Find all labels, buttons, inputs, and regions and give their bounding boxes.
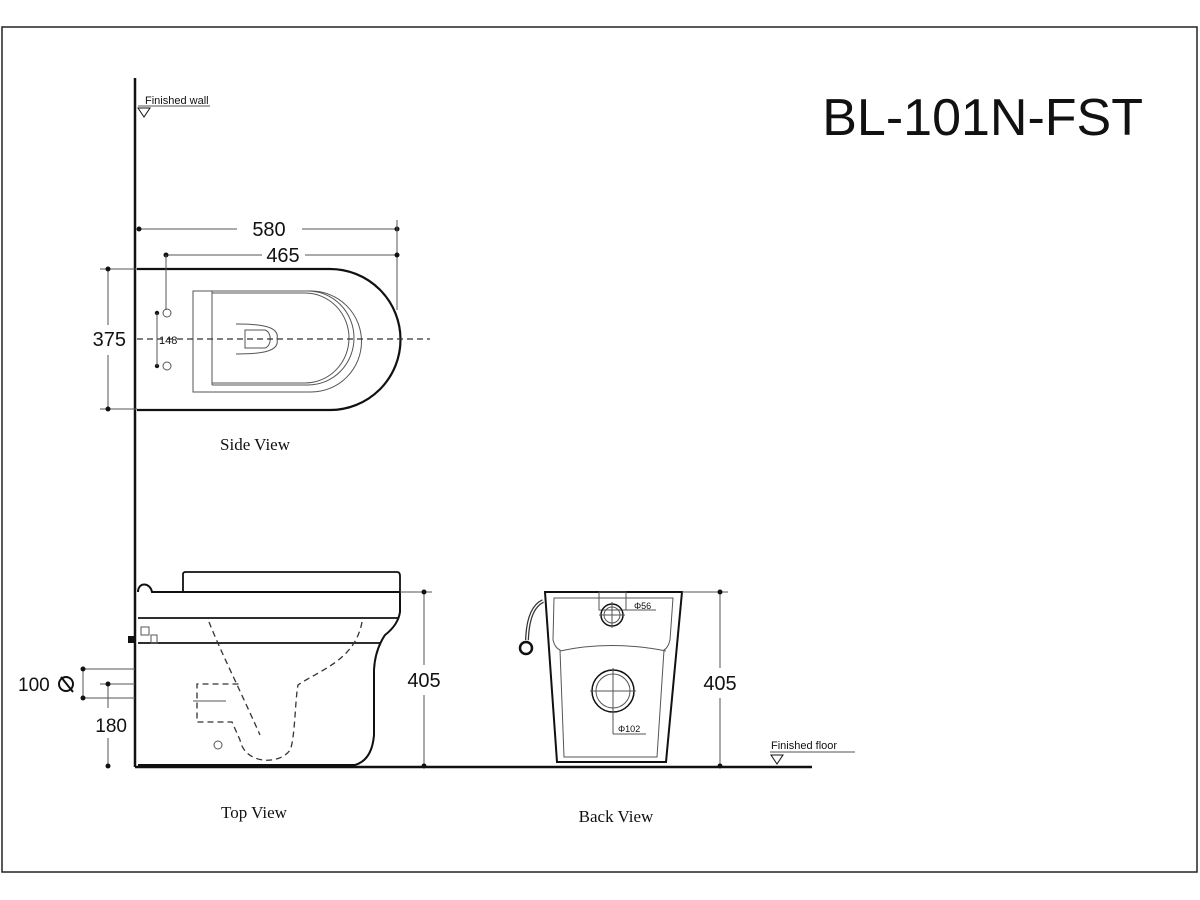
outlet-diameter-dimension: 100: [18, 675, 50, 696]
bolt-spacing-dimension: 148: [159, 335, 177, 347]
drawing-border: [1, 26, 1198, 873]
outlet-height-dimension: 180: [95, 716, 127, 737]
diameter-icon: [58, 676, 74, 692]
top-view-caption: Top View: [221, 803, 288, 822]
inlet-diameter-dimension: Φ56: [634, 601, 651, 611]
back-view: Φ56 Φ102 405 Back View: [518, 589, 737, 826]
finished-floor-label: Finished floor: [771, 740, 837, 752]
overall-length-dimension: 580: [252, 219, 285, 241]
top-view: 100 180 405 Top View: [18, 571, 441, 822]
width-dimension: 375: [93, 329, 126, 351]
height-dimension-top-view: 405: [407, 670, 440, 692]
bowl-length-dimension: 465: [266, 245, 299, 267]
back-view-caption: Back View: [579, 807, 654, 826]
model-title: BL-101N-FST: [822, 89, 1143, 147]
side-view: 148 580 465 375 Side View: [93, 219, 430, 454]
height-dimension-back-view: 405: [703, 673, 736, 695]
outlet-diameter-back-dimension: Φ102: [618, 724, 640, 734]
finished-wall-marker: Finished wall: [137, 95, 210, 118]
finished-wall-label: Finished wall: [145, 95, 209, 107]
finished-floor-marker: Finished floor: [770, 740, 855, 765]
side-view-caption: Side View: [220, 435, 291, 454]
